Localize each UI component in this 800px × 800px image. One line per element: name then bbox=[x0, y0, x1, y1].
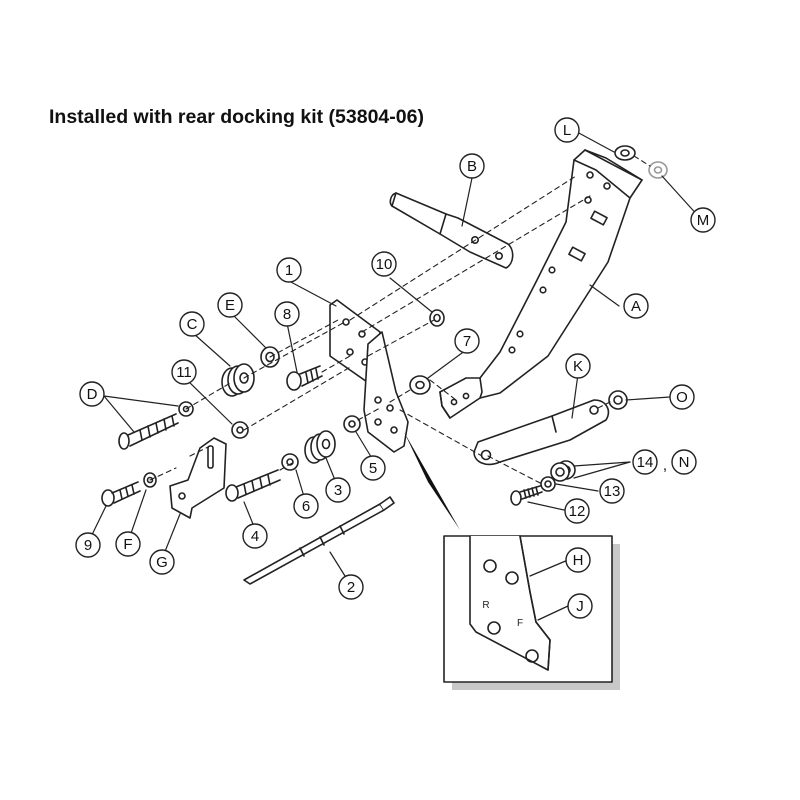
callout-circle-12 bbox=[564, 498, 590, 524]
detail-mark-r: R bbox=[482, 600, 489, 611]
callout-label-6: 6 bbox=[302, 498, 310, 515]
callout-label-2: 2 bbox=[347, 579, 355, 596]
callout-label-12: 12 bbox=[569, 503, 586, 520]
part-1-plate bbox=[329, 299, 409, 453]
callout-circle-N bbox=[671, 449, 697, 475]
callout-label-L: L bbox=[563, 122, 571, 139]
callout-label-A: A bbox=[631, 298, 641, 315]
part-5-washer bbox=[343, 415, 361, 433]
callout-separator: , bbox=[663, 457, 667, 474]
part-k-link bbox=[473, 399, 610, 466]
callout-label-N: N bbox=[679, 454, 690, 471]
part-2-cable-tie bbox=[243, 496, 395, 585]
part-7-nut bbox=[409, 375, 431, 395]
assembly-lines bbox=[149, 155, 651, 485]
callout-label-D: D bbox=[87, 386, 98, 403]
callout-label-8: 8 bbox=[283, 306, 291, 323]
callout-label-7: 7 bbox=[463, 333, 471, 350]
callout-label-H: H bbox=[573, 552, 584, 569]
callout-label-G: G bbox=[156, 554, 168, 571]
part-6-washer bbox=[281, 453, 299, 471]
callout-label-M: M bbox=[697, 212, 710, 229]
callout-circle-O bbox=[669, 384, 695, 410]
callout-label-K: K bbox=[573, 358, 583, 375]
part-g-bracket bbox=[169, 437, 227, 519]
callout-circle-J bbox=[567, 593, 593, 619]
callout-circle-E bbox=[217, 292, 243, 318]
callout-label-O: O bbox=[676, 389, 688, 406]
part-14-spacer bbox=[550, 460, 576, 482]
part-b-rod bbox=[389, 192, 514, 269]
callout-circle-7 bbox=[454, 328, 480, 354]
callout-circle-8 bbox=[274, 301, 300, 327]
callout-circle-3 bbox=[325, 477, 351, 503]
callout-circle-D bbox=[79, 381, 105, 407]
callout-circle-6 bbox=[293, 493, 319, 519]
callout-circle-13 bbox=[599, 478, 625, 504]
callout-label-C: C bbox=[187, 316, 198, 333]
callout-circle-4 bbox=[242, 523, 268, 549]
part-d-bolt bbox=[118, 401, 194, 450]
callout-circle-10 bbox=[371, 251, 397, 277]
callout-label-10: 10 bbox=[376, 256, 393, 273]
callout-circles bbox=[75, 117, 716, 619]
callout-circle-C bbox=[179, 311, 205, 337]
part-m-washer bbox=[648, 161, 668, 179]
callout-circle-B bbox=[459, 153, 485, 179]
callout-label-E: E bbox=[225, 297, 235, 314]
callout-circle-1 bbox=[276, 257, 302, 283]
callout-label-4: 4 bbox=[251, 528, 259, 545]
callout-label-1: 1 bbox=[285, 262, 293, 279]
callout-label-J: J bbox=[576, 598, 584, 615]
callout-circle-M bbox=[690, 207, 716, 233]
callout-circle-K bbox=[565, 353, 591, 379]
callout-circle-5 bbox=[360, 455, 386, 481]
callout-label-5: 5 bbox=[369, 460, 377, 477]
callout-circle-2 bbox=[338, 574, 364, 600]
callout-label-F: F bbox=[123, 536, 132, 553]
part-o-nut bbox=[608, 390, 628, 410]
part-l-nut bbox=[614, 145, 636, 161]
part-10-spacer bbox=[429, 309, 445, 327]
callout-label-13: 13 bbox=[604, 483, 621, 500]
callout-circle-14 bbox=[632, 449, 658, 475]
callout-label-9: 9 bbox=[84, 537, 92, 554]
callout-circle-L bbox=[554, 117, 580, 143]
callout-label-14: 14 bbox=[637, 454, 654, 471]
part-11-washer bbox=[231, 421, 249, 439]
part-4-bolt bbox=[225, 469, 281, 502]
callout-circle-9 bbox=[75, 532, 101, 558]
callout-circle-G bbox=[149, 549, 175, 575]
leader-lines bbox=[87, 131, 701, 585]
callout-label-3: 3 bbox=[334, 482, 342, 499]
part-9-bolt bbox=[101, 481, 141, 507]
callout-circle-11 bbox=[171, 359, 197, 385]
callout-circle-A bbox=[623, 293, 649, 319]
part-12-bolt bbox=[510, 485, 543, 506]
part-13-washer bbox=[540, 476, 556, 492]
part-3-bushing bbox=[304, 430, 336, 464]
part-8-bolt bbox=[286, 365, 323, 391]
part-a-bracket bbox=[439, 149, 643, 419]
callout-label-11: 11 bbox=[176, 364, 192, 381]
diagram-title: Installed with rear docking kit (53804-0… bbox=[49, 106, 424, 128]
detail-mark-f: F bbox=[517, 618, 523, 629]
callout-circle-H bbox=[565, 547, 591, 573]
part-c-bushing bbox=[221, 363, 255, 397]
callout-label-B: B bbox=[467, 158, 477, 175]
callout-circle-F bbox=[115, 531, 141, 557]
